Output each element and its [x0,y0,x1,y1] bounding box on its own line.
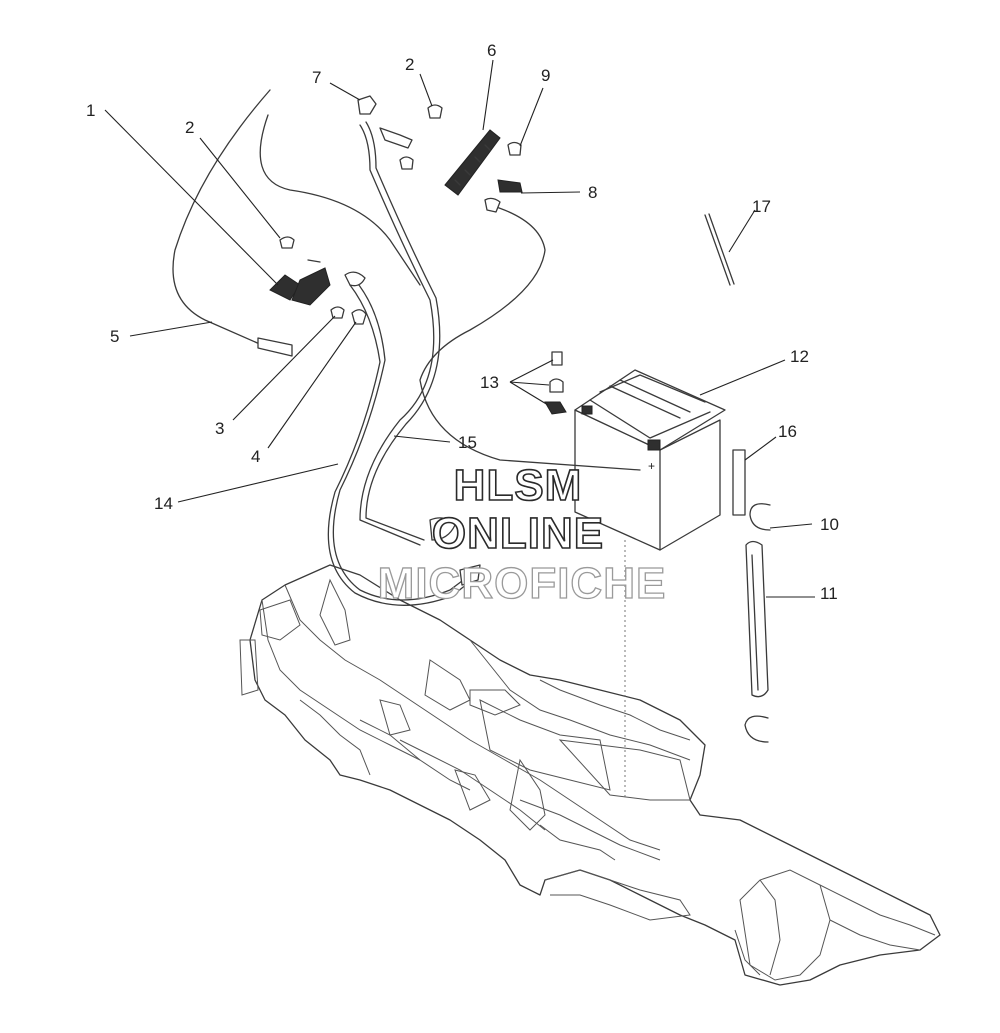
watermark-line2: ONLINE [432,509,604,558]
fuse-block [444,129,501,196]
callout-11: 11 [820,584,838,603]
leader-13c [509,381,549,406]
wire-harness-5 [172,89,421,357]
callout-2a: 2 [185,118,194,137]
cable-tie [704,214,731,286]
battery: + [574,369,726,551]
callout-6: 6 [487,41,496,60]
strap-clip-lower [744,715,769,743]
leader-12 [699,359,786,396]
leader-9 [519,87,544,147]
watermark-line3: MICROFICHE [378,559,667,608]
leader-5 [129,321,213,337]
leader-15 [393,435,451,443]
battery-strap [745,540,769,698]
screw-9 [507,141,522,156]
leader-14 [177,463,339,503]
leader-2b [419,73,433,107]
callout-2b: 2 [405,55,414,74]
battery-cable-15 [359,121,456,546]
callout-4: 4 [251,447,260,466]
callout-14: 14 [154,494,173,513]
leader-1 [104,109,279,286]
frame-chassis [239,564,941,986]
callout-1: 1 [86,101,95,120]
callout-13: 13 [480,373,499,392]
callout-15: 15 [458,433,477,452]
leader-lines [104,59,815,598]
callout-numbers: 1 2 2 3 4 5 6 7 8 9 10 11 12 13 14 15 16… [86,41,839,603]
callout-7: 7 [312,68,321,87]
screw-lower-fuse [399,156,414,170]
callout-3: 3 [215,419,224,438]
svg-text:+: + [648,459,655,473]
leader-8 [520,191,581,194]
leader-10 [769,523,813,529]
callout-5: 5 [110,327,119,346]
vent-tube [732,449,746,516]
nut-7 [357,95,377,115]
callout-10: 10 [820,515,839,534]
terminal-negative [581,405,593,415]
solenoid [269,236,367,325]
terminal-positive [647,439,661,451]
battery-cable-14 [327,271,481,606]
leader-4 [267,321,357,449]
leader-13a [509,359,554,383]
leader-13b [509,381,550,386]
strap-clip-upper [749,503,771,531]
leader-7 [329,82,361,101]
callout-16: 16 [778,422,797,441]
leader-3 [232,315,336,421]
terminal-8 [497,179,523,193]
leader-6 [482,59,494,131]
fuse-lead-cable [419,197,641,471]
callout-12: 12 [790,347,809,366]
leader-2a [199,137,281,239]
callout-9: 9 [541,66,550,85]
leader-16 [744,436,777,461]
watermark: HLSM ONLINE MICROFICHE [377,460,667,608]
callout-8: 8 [588,183,597,202]
callout-17: 17 [752,197,771,216]
screw-2-top [427,104,443,119]
leader-17 [728,209,756,253]
watermark-line1: HLSM [454,461,583,510]
